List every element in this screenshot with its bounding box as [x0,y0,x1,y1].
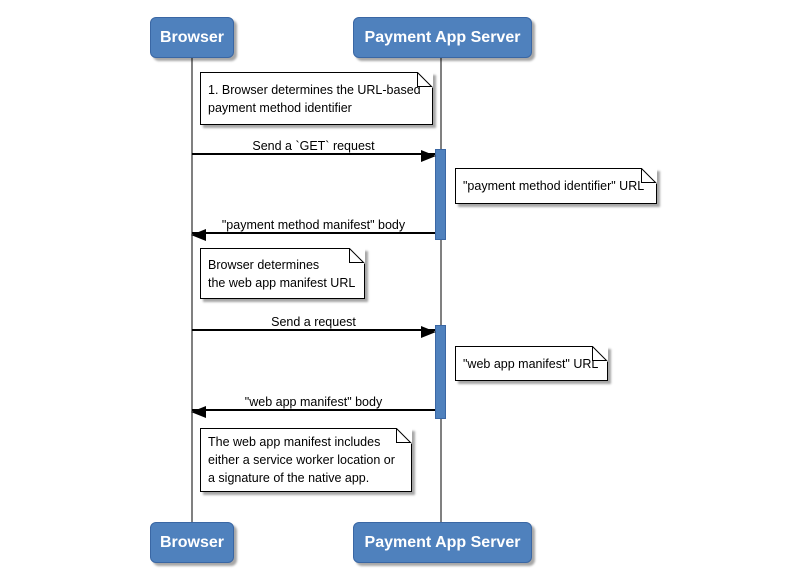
message-send-request: Send a request [192,315,436,338]
note-manifest-contents: The web app manifest includes either a s… [200,428,412,492]
payment-app-server-lifeline [440,58,442,522]
message-get-request-label: Send a `GET` request [252,139,375,153]
note-line: 1. Browser determines the URL-based [208,82,421,97]
message-web-app-manifest-body-label: "web app manifest" body [244,395,383,409]
note-line: Browser determines [208,257,320,272]
note-line: The web app manifest includes [208,435,381,449]
note-line: "payment method identifier" URL [463,179,645,193]
note-fold-icon [592,346,608,362]
note-line: "web app manifest" URL [463,356,599,371]
message-payment-method-manifest-body-label: "payment method manifest" body [221,218,406,232]
note-line: a signature of the native app. [208,471,370,485]
note-fold-icon [396,428,412,444]
actor-browser-bottom-label: Browser [159,533,225,551]
note-payment-method-identifier-url: "payment method identifier" URL [455,168,657,204]
browser-lifeline [191,58,193,522]
arrowhead-left-icon [191,406,206,418]
actor-payment-app-server-bottom: Payment App Server [353,522,532,563]
note-web-app-manifest-url: "web app manifest" URL [455,346,608,381]
actor-payment-app-server-bottom-label: Payment App Server [364,533,521,551]
message-payment-method-manifest-body: "payment method manifest" body [191,218,435,241]
actor-payment-app-server-top: Payment App Server [353,17,532,58]
note-line: either a service worker location or [208,453,395,467]
note-fold-icon [417,72,433,88]
actor-browser-top: Browser [150,17,234,58]
arrowhead-left-icon [191,229,206,241]
actor-payment-app-server-top-label: Payment App Server [364,28,521,46]
message-get-request: Send a `GET` request [192,139,436,162]
message-send-request-label: Send a request [271,315,356,329]
note-fold-icon [641,168,657,184]
note-line: payment method identifier [208,100,352,115]
arrowhead-right-icon [421,150,436,162]
note-determine-manifest: Browser determines the web app manifest … [200,248,365,299]
note-determine-identifier: 1. Browser determines the URL-based paym… [200,72,433,125]
message-web-app-manifest-body: "web app manifest" body [191,395,435,418]
actor-browser-bottom: Browser [150,522,234,563]
note-line: the web app manifest URL [208,275,356,290]
note-fold-icon [349,248,365,264]
actor-browser-top-label: Browser [159,28,225,46]
server-activation-bar-2 [435,325,446,419]
server-activation-bar-1 [435,149,446,240]
arrowhead-right-icon [421,326,436,338]
